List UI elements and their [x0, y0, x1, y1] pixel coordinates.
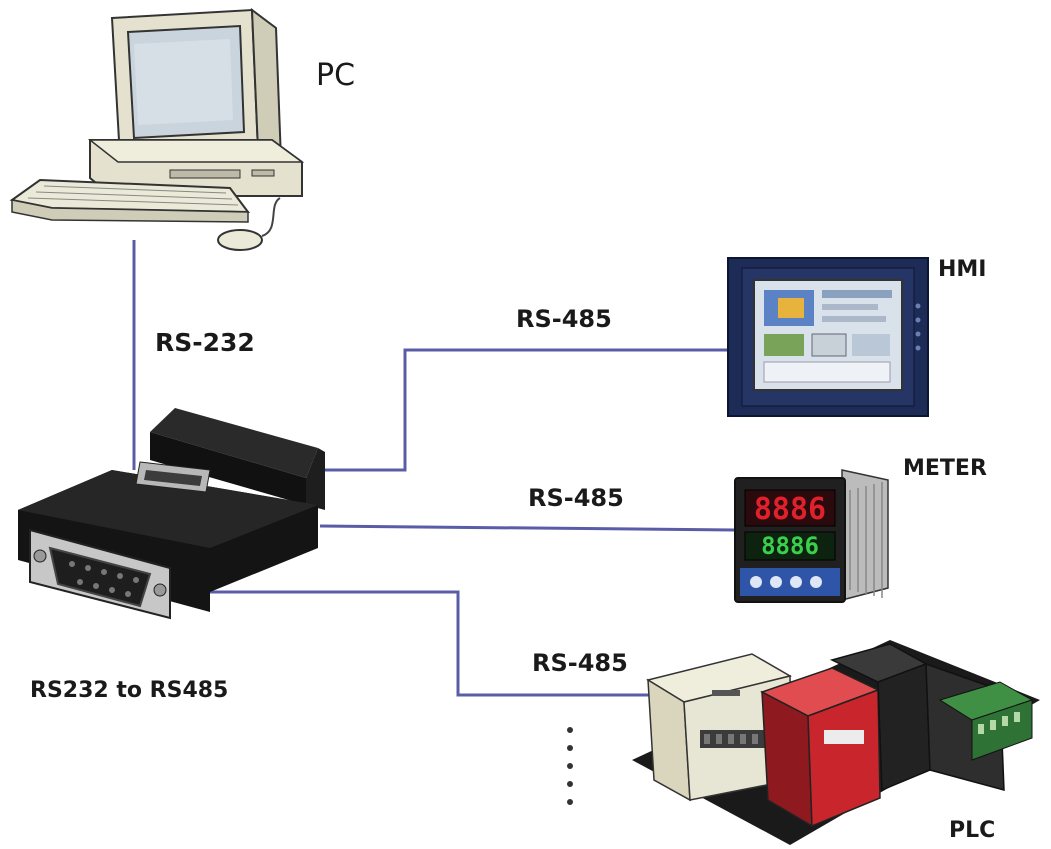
rs232-link-label: RS-232 [155, 328, 255, 357]
more-devices-ellipsis [567, 727, 573, 805]
serial-converter-icon [18, 408, 325, 620]
meter-label: METER [903, 456, 987, 481]
link-converter-hmi [325, 348, 728, 472]
plc-module-icon [632, 640, 1040, 845]
connection-lines [132, 240, 736, 697]
hmi-label: HMI [938, 257, 987, 282]
svg-text:8886: 8886 [754, 492, 826, 527]
converter-label: RS232 to RS485 [30, 678, 229, 703]
rs485-plc-link-label: RS-485 [532, 649, 628, 677]
touch-panel-icon [727, 257, 929, 417]
pc-label: PC [316, 58, 356, 93]
desktop-computer-icon [9, 7, 305, 251]
rs485-meter-link-label: RS-485 [528, 484, 624, 512]
svg-text:8886: 8886 [761, 532, 819, 560]
link-converter-meter [319, 524, 736, 532]
link-converter-plc [198, 590, 650, 697]
panel-meter-icon: 8886 8886 [734, 469, 889, 603]
rs485-hmi-link-label: RS-485 [516, 305, 612, 333]
plc-label: PLC [949, 818, 996, 843]
